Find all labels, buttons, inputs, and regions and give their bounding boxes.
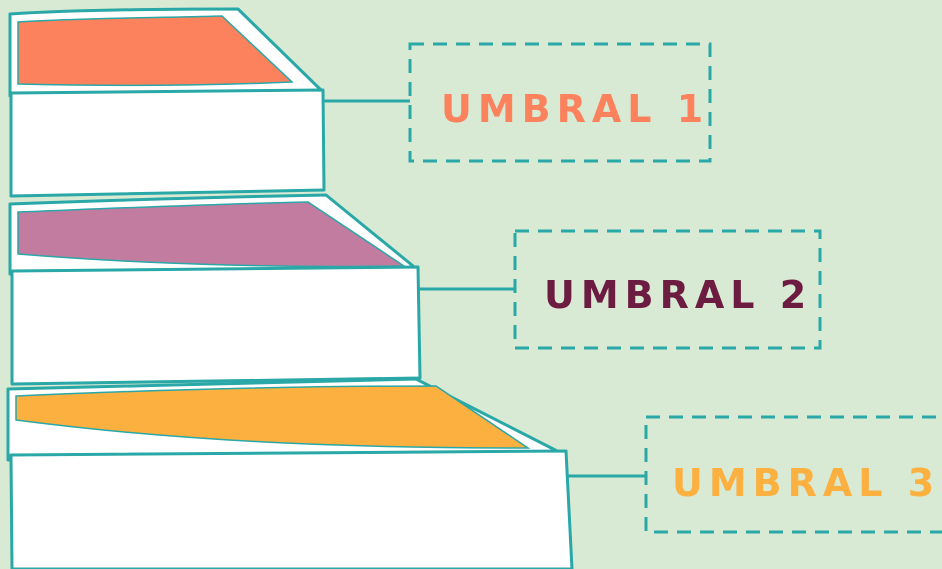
label-umbral-1: UMBRAL 1 — [441, 87, 709, 131]
tier-1-face — [11, 90, 324, 196]
label-umbral-3: UMBRAL 3 — [672, 461, 940, 505]
tier-2 — [10, 195, 420, 384]
tier-1 — [10, 9, 324, 196]
tier-3 — [8, 379, 572, 569]
label-umbral-2: UMBRAL 2 — [544, 273, 812, 317]
tier-2-face — [12, 267, 420, 384]
tier-3-face — [11, 451, 572, 569]
